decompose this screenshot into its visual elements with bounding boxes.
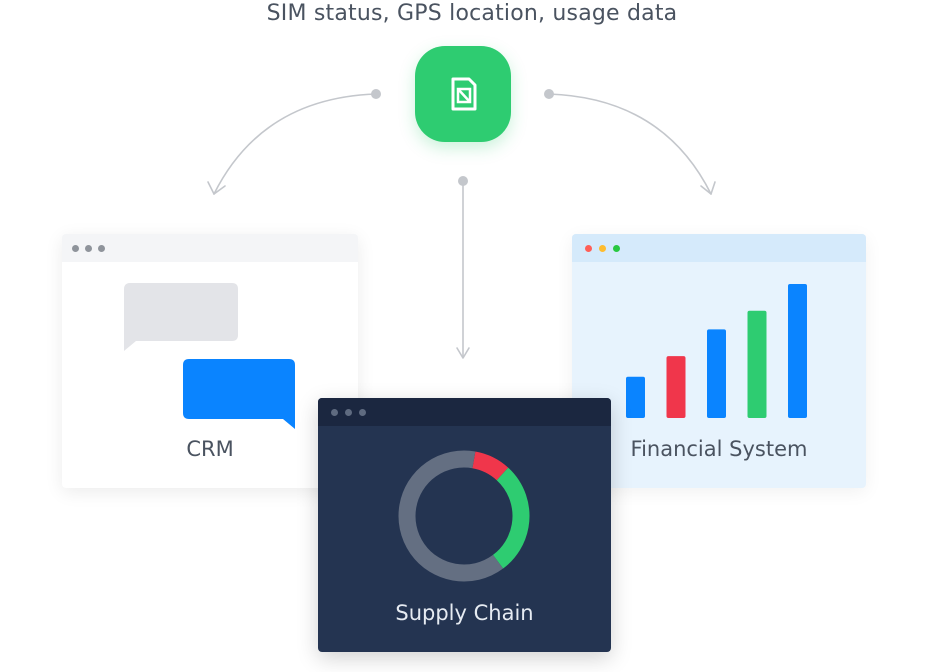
connector-dot-center <box>458 176 468 186</box>
connector-right <box>548 93 712 195</box>
headline: SIM status, GPS location, usage data <box>266 1 678 26</box>
financial-system-window: Financial System <box>572 234 866 488</box>
bar-4 <box>747 310 767 418</box>
window-dot <box>345 409 352 416</box>
arrowhead-center <box>456 347 470 359</box>
window-maximize-dot <box>613 245 620 252</box>
bar-2 <box>666 356 686 418</box>
donut-segment-1 <box>398 450 530 582</box>
window-close-dot <box>585 245 592 252</box>
window-dot <box>331 409 338 416</box>
bar-5 <box>788 284 807 418</box>
crm-window: CRM <box>62 234 358 488</box>
window-dot <box>72 245 79 252</box>
chat-bubble-outgoing-icon <box>183 359 295 429</box>
sim-card-icon <box>451 77 477 111</box>
bar-chart <box>626 284 807 418</box>
bar-1 <box>626 376 645 418</box>
sim-badge <box>415 46 511 142</box>
window-minimize-dot <box>599 245 606 252</box>
supply-chain-window: Supply Chain <box>318 398 611 652</box>
financial-window-titlebar <box>572 234 866 262</box>
bar-3 <box>707 329 726 418</box>
connector-left <box>213 93 377 195</box>
donut-segment-2 <box>398 450 530 582</box>
chat-bubble-incoming-icon <box>124 283 238 351</box>
crm-window-titlebar <box>62 234 358 262</box>
connector-dot-left <box>371 89 381 99</box>
connector-dot-right <box>544 89 554 99</box>
donut-chart <box>398 450 530 582</box>
arrowhead-left <box>207 181 226 195</box>
financial-system-label: Financial System <box>630 437 808 461</box>
window-dot <box>98 245 105 252</box>
supply-chain-window-titlebar <box>318 398 611 426</box>
crm-label: CRM <box>186 437 234 461</box>
supply-chain-label: Supply Chain <box>395 601 534 625</box>
arrowhead-right <box>700 181 716 195</box>
window-dot <box>85 245 92 252</box>
window-dot <box>359 409 366 416</box>
